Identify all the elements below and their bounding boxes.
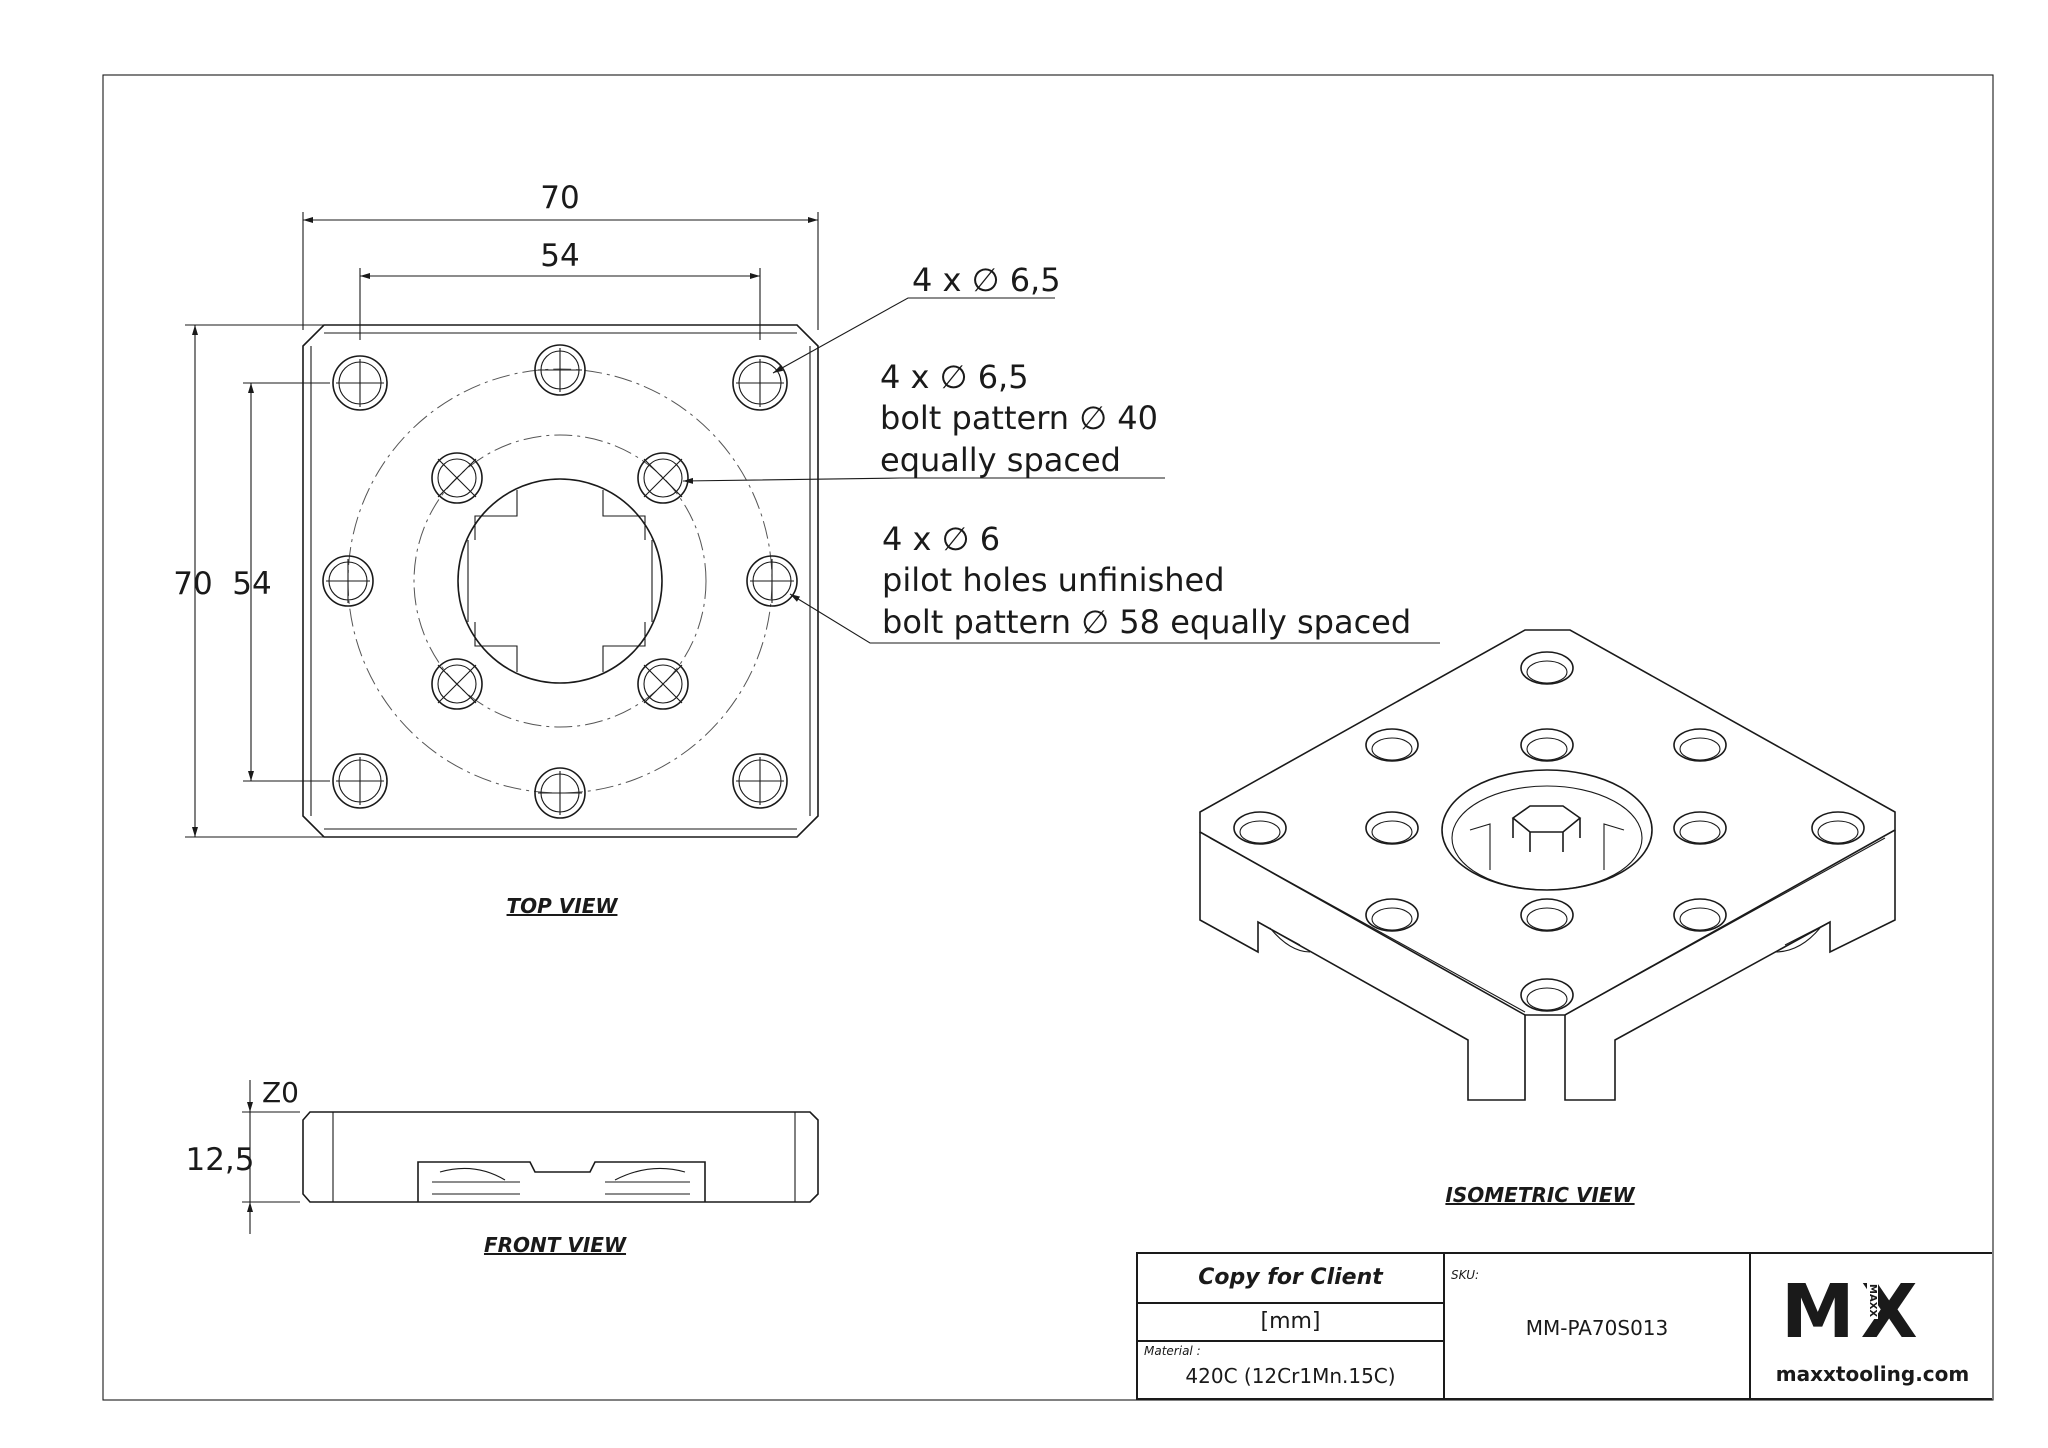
- front-outline: [302, 1111, 819, 1203]
- isometric-view-title: ISOMETRIC VIEW: [1445, 1183, 1635, 1207]
- pocket-cross: [474, 490, 646, 672]
- hole-icon: [1365, 898, 1419, 932]
- units-label: [mm]: [1260, 1309, 1321, 1334]
- iso-front-left: [1199, 832, 1526, 1101]
- dim-bolt-width: 54: [540, 238, 579, 274]
- iso-holes: [1233, 651, 1865, 1012]
- plate-outline: [302, 324, 819, 838]
- hole-icon: [1673, 728, 1727, 762]
- hole-icon: [1520, 978, 1574, 1012]
- dim-bolt-height: 54: [232, 566, 271, 602]
- iso-top-face: [1199, 629, 1896, 1016]
- material-label: Material :: [1144, 1344, 1201, 1358]
- material-cell: Material : 420C (12Cr1Mn.15C): [1138, 1342, 1445, 1398]
- top-view-title: TOP VIEW: [507, 894, 619, 918]
- isometric-view: ISOMETRIC VIEW: [1199, 629, 1896, 1207]
- front-slot: [417, 1161, 706, 1202]
- dim-overall-height: 70: [173, 566, 212, 602]
- hole-icon: [732, 753, 788, 809]
- callout-inner-holes-line3: equally spaced: [880, 441, 1121, 479]
- hole-icon: [332, 355, 388, 411]
- iso-front-right: [1564, 830, 1896, 1101]
- copy-label: Copy for Client: [1198, 1265, 1383, 1290]
- callout-corner-holes: 4 x ∅ 6,5: [912, 261, 1061, 299]
- hole-icon: [1520, 651, 1574, 685]
- dim-thickness: 12,5: [185, 1142, 254, 1178]
- front-view: Z0 12,5 FRONT VIEW: [185, 1076, 819, 1257]
- hole-icon: [1673, 898, 1727, 932]
- hole-icon: [1365, 728, 1419, 762]
- dimension-lines: [185, 212, 819, 838]
- hole-icon: [1520, 898, 1574, 932]
- maxx-logo: MX: [1781, 1269, 1924, 1355]
- sku-value: MM-PA70S013: [1525, 1316, 1669, 1340]
- pilot-holes: [322, 344, 798, 819]
- logo-cell: MX MAXX maxxtooling.com: [1751, 1254, 1994, 1398]
- corner-holes: [332, 355, 788, 809]
- hole-icon: [746, 555, 798, 607]
- hole-icon: [322, 555, 374, 607]
- maxx-logo-small: MAXX: [1867, 1282, 1878, 1320]
- top-view: 70 54 70 54 4 x ∅ 6,5 4 x ∅ 6,5 bolt pat…: [173, 180, 1440, 918]
- callout-inner-holes-line1: 4 x ∅ 6,5: [880, 358, 1029, 396]
- hole-icon: [332, 753, 388, 809]
- pitch-circle-40: [413, 434, 707, 728]
- hole-icon: [1520, 728, 1574, 762]
- hole-icon: [1365, 811, 1419, 845]
- iso-hex-nut: [1511, 805, 1582, 852]
- inner-holes: [431, 452, 689, 710]
- callout-pilot-holes-line2: pilot holes unfinished: [882, 561, 1225, 599]
- sheet-border: [102, 74, 1994, 1401]
- callout-inner-holes-line2: bolt pattern ∅ 40: [880, 399, 1158, 437]
- sku-cell: SKU: MM-PA70S013: [1445, 1254, 1751, 1398]
- hole-icon: [534, 344, 586, 396]
- callout-pilot-holes-line3: bolt pattern ∅ 58 equally spaced: [882, 603, 1411, 641]
- front-view-title: FRONT VIEW: [484, 1233, 627, 1257]
- units-cell: [mm]: [1138, 1304, 1445, 1342]
- leader-lines: [682, 297, 1440, 644]
- hole-icon: [732, 355, 788, 411]
- hole-icon: [637, 452, 689, 504]
- hole-icon: [1811, 811, 1865, 845]
- hole-icon: [431, 452, 483, 504]
- center-pocket: [457, 478, 663, 684]
- hole-icon: [1673, 811, 1727, 845]
- hole-icon: [637, 658, 689, 710]
- callout-pilot-holes-line1: 4 x ∅ 6: [882, 520, 1000, 558]
- hole-icon: [431, 658, 483, 710]
- hole-icon: [534, 767, 586, 819]
- dim-zero: Z0: [262, 1076, 299, 1109]
- copy-cell: Copy for Client: [1138, 1254, 1445, 1304]
- iso-pocket: [1441, 769, 1653, 891]
- sku-label: SKU:: [1451, 1268, 1480, 1282]
- material-value: 420C (12Cr1Mn.15C): [1185, 1364, 1396, 1388]
- website: maxxtooling.com: [1775, 1362, 1970, 1386]
- hole-icon: [1233, 811, 1287, 845]
- pitch-circle-58: [347, 368, 773, 794]
- title-block: Copy for Client [mm] Material : 420C (12…: [1136, 1252, 1992, 1400]
- dim-overall-width: 70: [540, 180, 579, 216]
